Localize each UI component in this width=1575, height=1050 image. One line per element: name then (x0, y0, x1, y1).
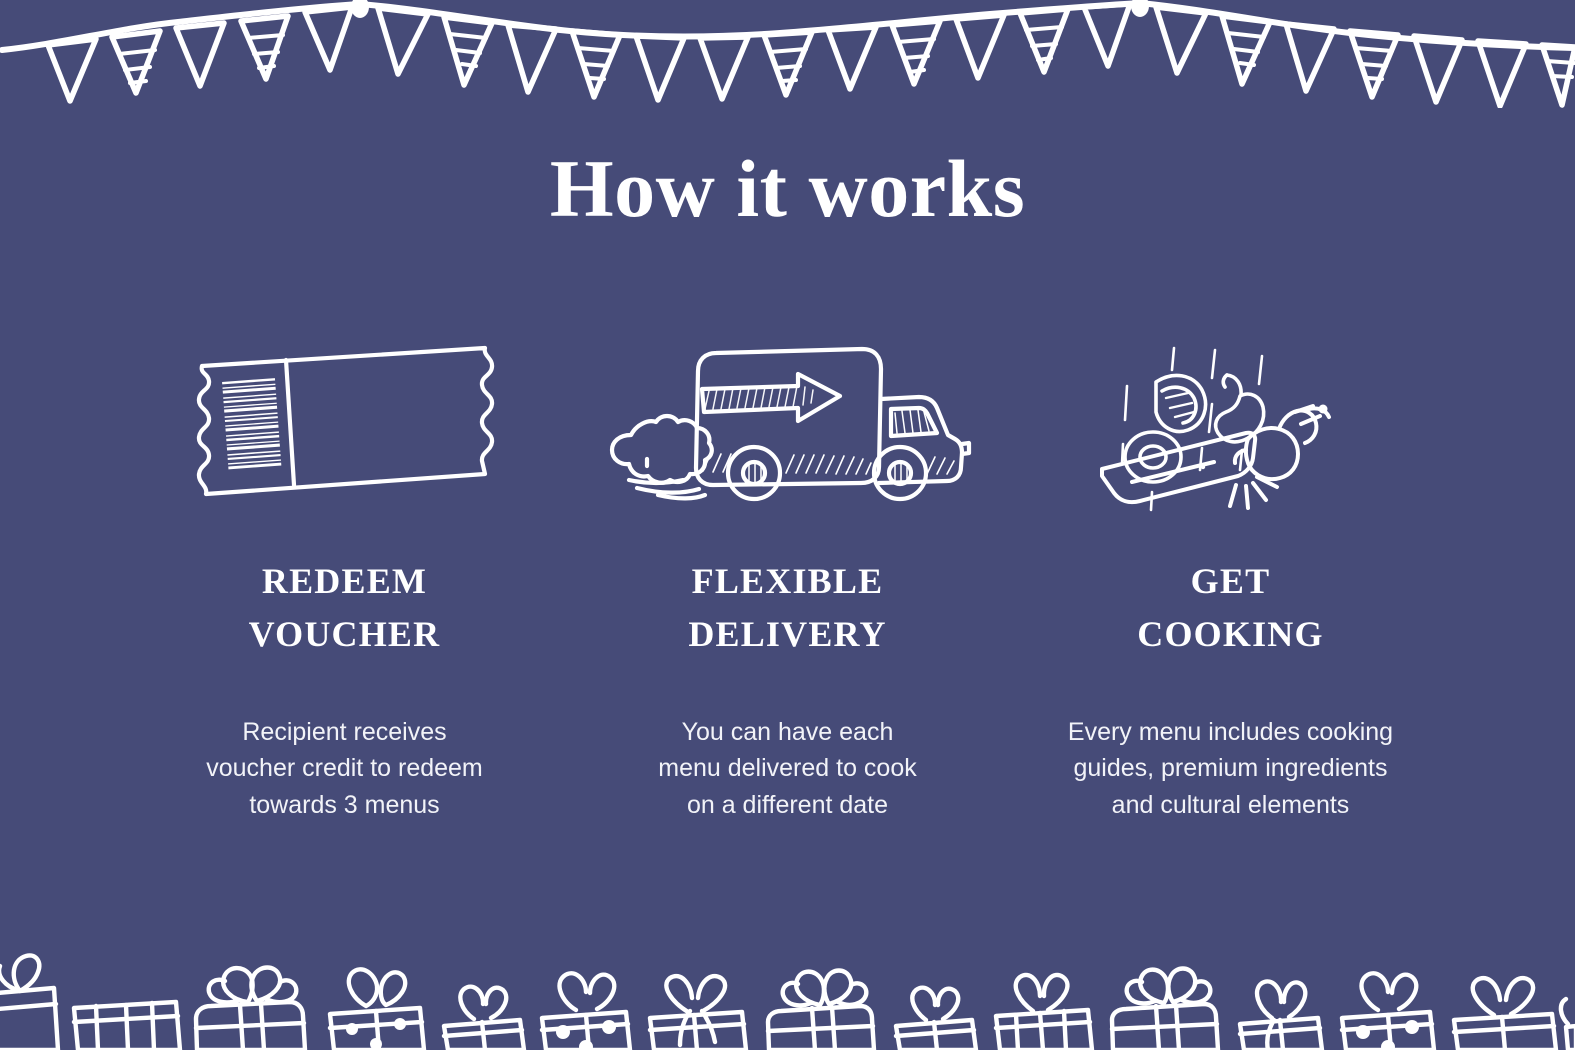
step-heading: FLEXIBLE DELIVERY (688, 561, 887, 655)
bunting-banner (0, 0, 1575, 108)
step-body: You can have each menu delivered to cook… (658, 717, 917, 819)
step-heading: GET COOKING (1137, 561, 1324, 655)
step-heading: REDEEM VOUCHER (248, 561, 441, 655)
delivery-truck-icon (566, 330, 1009, 520)
step-card-get-cooking: GET COOKING Every menu includes cooking … (1009, 330, 1452, 823)
voucher-ticket-icon (123, 330, 566, 520)
knife-cooking-icon (1009, 330, 1452, 520)
step-body: Recipient receives voucher credit to red… (206, 717, 483, 819)
steps-row: REDEEM VOUCHER Recipient receives vouche… (0, 330, 1575, 823)
step-card-redeem-voucher: REDEEM VOUCHER Recipient receives vouche… (123, 330, 566, 823)
step-card-flexible-delivery: FLEXIBLE DELIVERY You can have each menu… (566, 330, 1009, 823)
page-title: How it works (549, 143, 1026, 234)
step-body: Every menu includes cooking guides, prem… (1067, 717, 1394, 819)
gift-boxes-row (0, 932, 1575, 1050)
